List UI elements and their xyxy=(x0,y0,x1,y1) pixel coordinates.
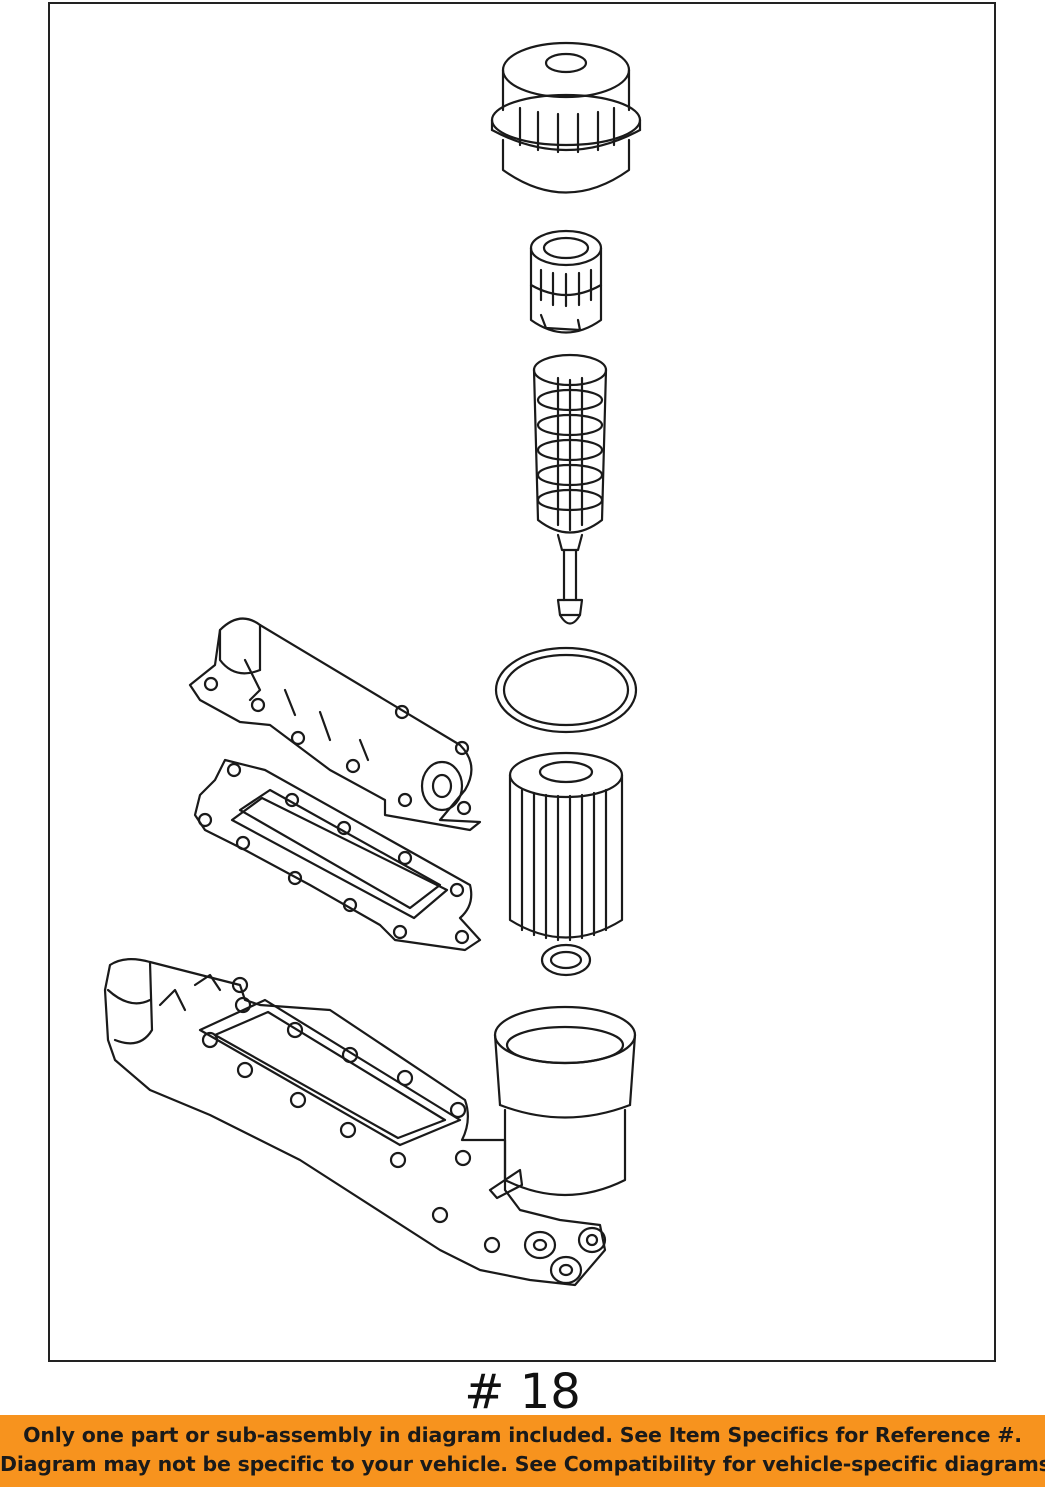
filter-housing xyxy=(103,958,637,1287)
cap-insert xyxy=(529,229,603,334)
filter-cap xyxy=(490,41,642,194)
cooler xyxy=(188,617,482,832)
disclaimer-banner: Only one part or sub-assembly in diagram… xyxy=(0,1415,1045,1487)
cooler-gasket xyxy=(193,758,482,952)
reference-number: # 18 xyxy=(464,1364,581,1420)
filter-element xyxy=(508,751,624,942)
disclaimer-line-2: Diagram may not be specific to your vehi… xyxy=(0,1452,1045,1476)
disclaimer-line-1: Only one part or sub-assembly in diagram… xyxy=(23,1423,1022,1447)
center-tube xyxy=(532,353,608,625)
o-ring-large xyxy=(494,646,638,734)
o-ring-small xyxy=(540,943,592,977)
